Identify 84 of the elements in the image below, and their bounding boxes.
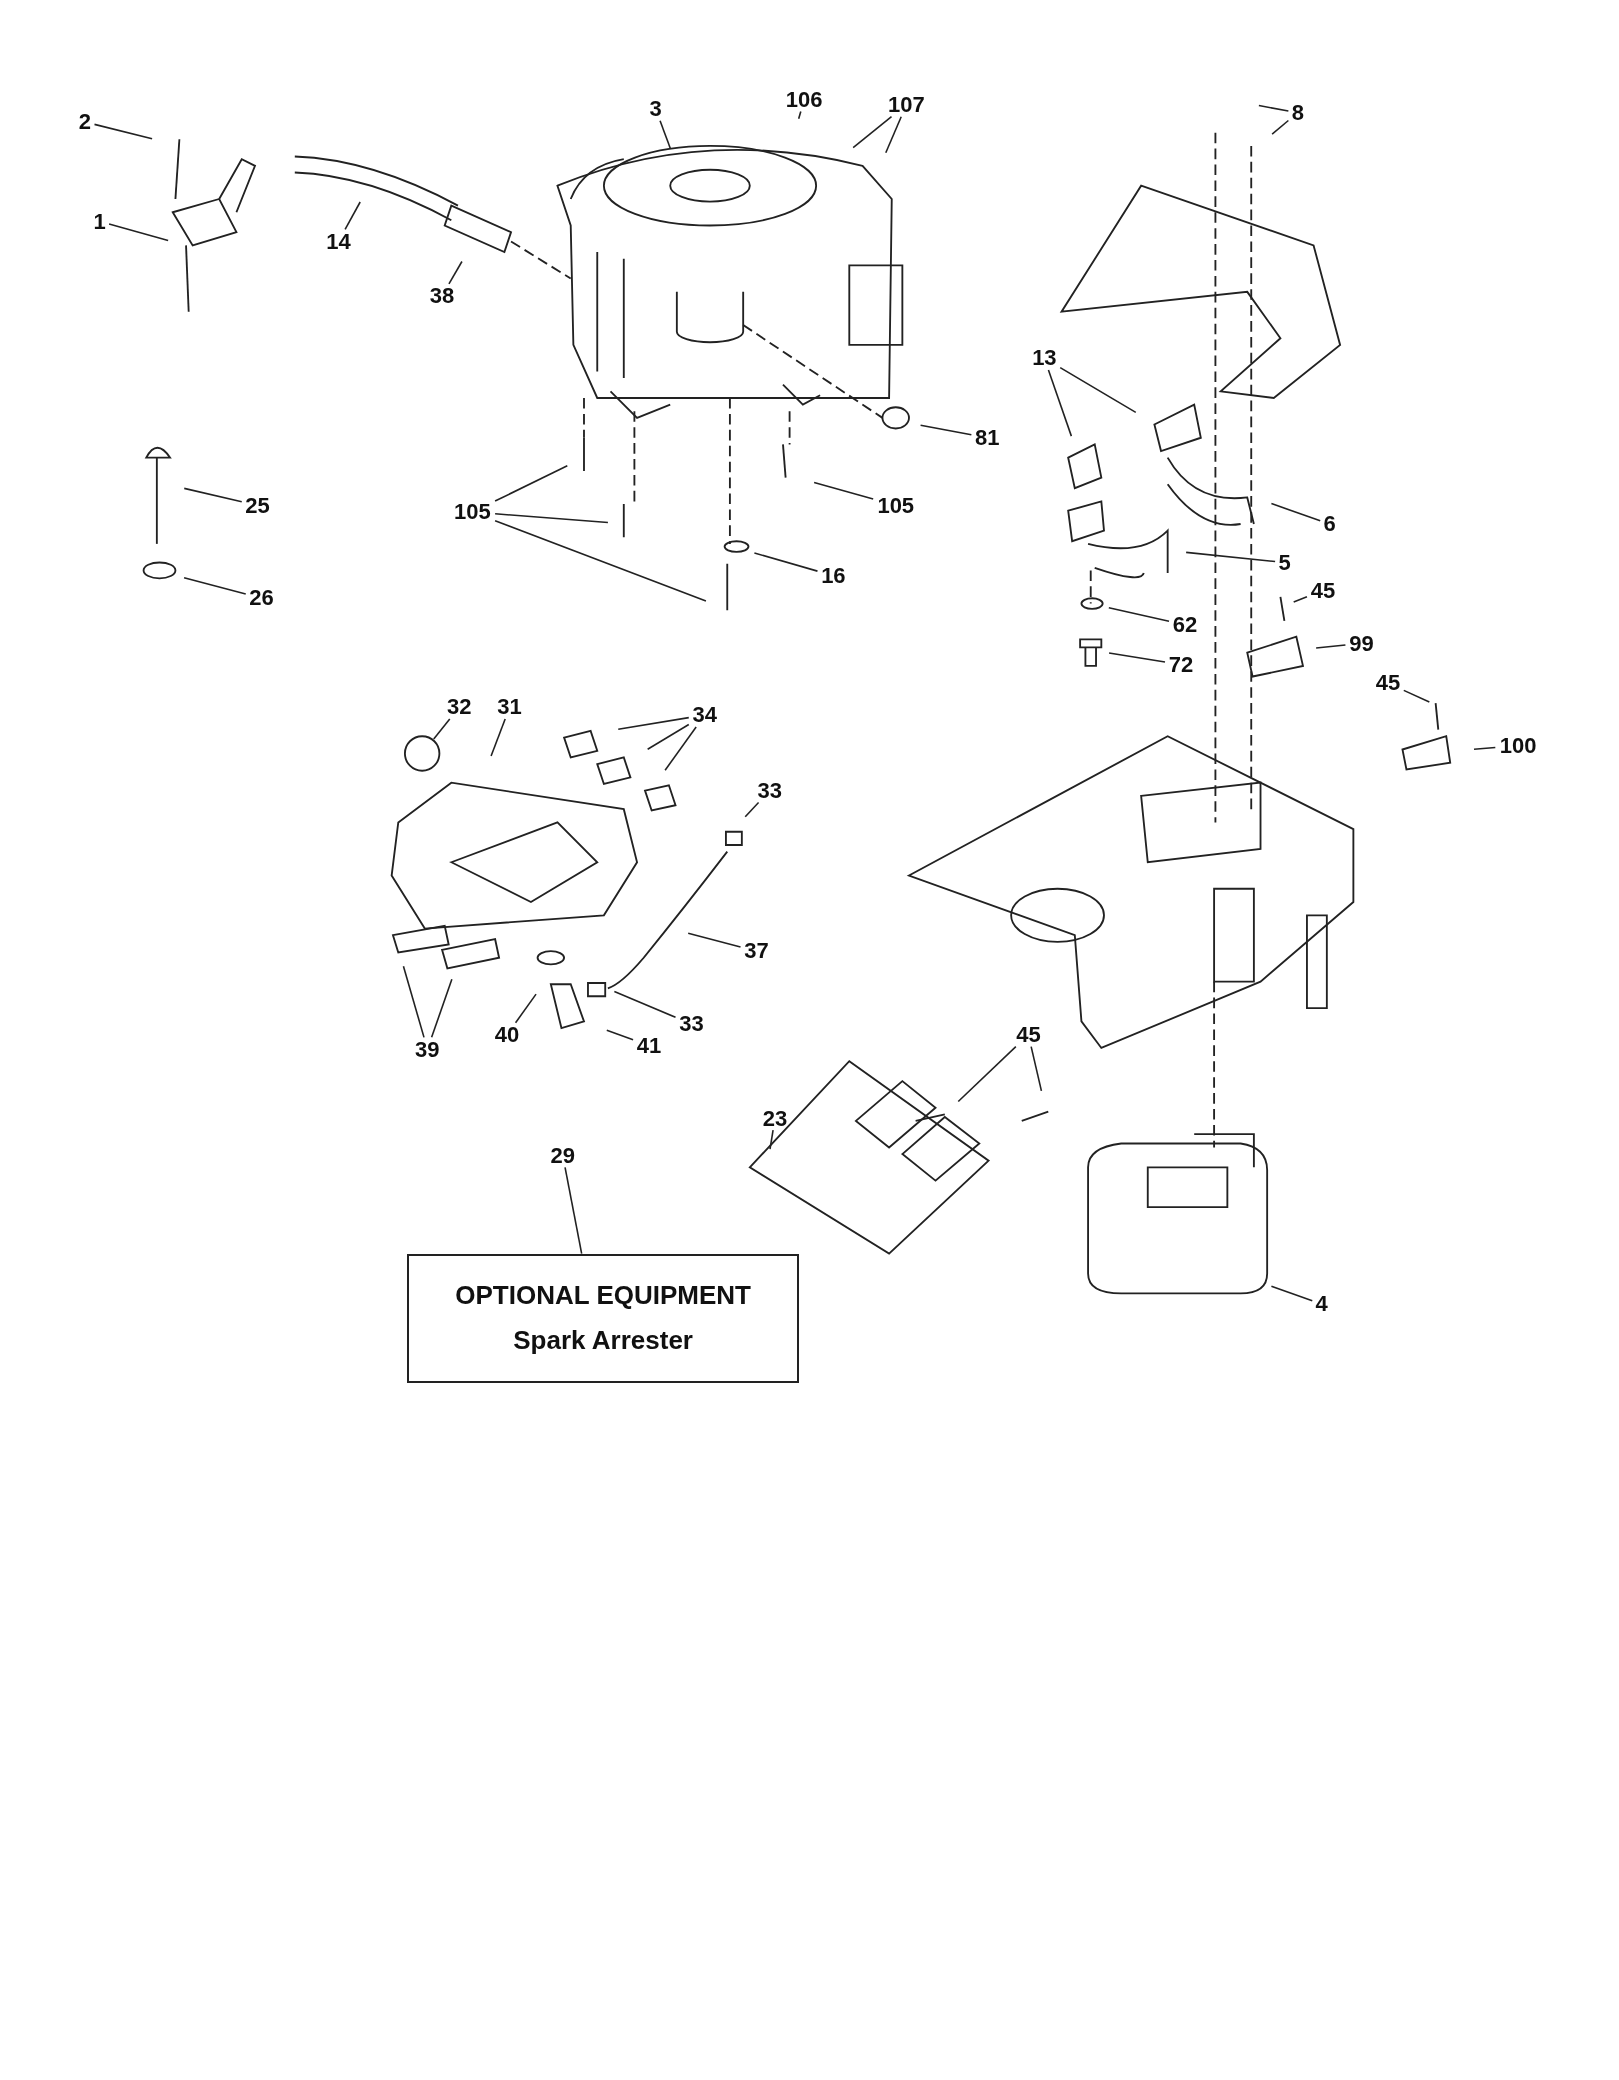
leader-line [183,577,247,595]
leader-line [1270,502,1321,522]
leader-line [1258,104,1290,112]
callout-number: 72 [1168,652,1194,677]
leader-line [1108,652,1166,663]
leader-line [797,110,802,120]
leader-line [108,223,169,242]
leader-line [1059,366,1137,414]
leader-line [494,513,609,524]
callout-number: 62 [1172,613,1198,638]
callout-number: 5 [1278,550,1291,575]
leader-line [1271,119,1290,135]
leader-line [1030,1045,1043,1092]
leader-line [183,487,243,503]
leader-line [402,965,425,1039]
callout-number: 2 [78,110,92,135]
callout-number: 99 [1349,631,1374,656]
callout-number: 3 [649,96,662,121]
leader-line [687,932,742,948]
leader-line [753,552,819,572]
callout-number: 26 [249,586,274,611]
callout-number: 23 [762,1106,788,1131]
callout-number: 105 [877,493,915,518]
callout-number: 25 [245,493,270,518]
leader-line [93,123,153,140]
leader-line [430,978,453,1039]
leader-line [813,481,874,500]
leader-line [344,201,361,231]
callout-number: 31 [497,695,522,720]
leader-line [664,726,697,771]
leader-line [490,718,506,757]
callout-number: 38 [429,283,455,308]
leader-line [1292,595,1308,603]
callout-number: 100 [1499,733,1537,758]
callout-number: 45 [1016,1023,1041,1048]
leader-line [659,119,672,150]
leader-line [617,716,690,731]
callout-number: 37 [744,939,769,964]
callout-number: 41 [636,1033,662,1058]
leader-line [957,1045,1017,1103]
leader-line [1315,644,1347,649]
callout-number: 29 [550,1143,575,1168]
leader-line [646,723,690,750]
leader-line [1047,369,1073,437]
leader-line [1108,606,1170,622]
leader-line [613,990,677,1019]
callout-number: 34 [692,703,717,728]
callout-number: 45 [1375,671,1401,696]
leader-line [606,1029,634,1041]
callout-number: 1 [93,209,106,234]
callout-number: 16 [821,563,846,588]
callout-number: 45 [1310,578,1336,603]
callout-number: 33 [679,1012,704,1037]
callout-number: 81 [975,425,1000,450]
callout-number: 106 [785,87,823,112]
note-text: Spark Arrester [513,1325,693,1357]
leader-line [494,519,707,602]
callout-number: 39 [415,1037,440,1062]
callout-number: 105 [454,500,491,525]
leader-line [514,993,537,1024]
callout-number: 14 [326,229,351,254]
callout-number: 13 [1032,346,1057,371]
callout-number: 4 [1315,1292,1328,1317]
callout-number: 107 [888,92,925,117]
leader-line [432,718,451,740]
note-box [407,1254,799,1383]
callout-number: 32 [446,695,472,720]
leader-line [1270,1285,1314,1302]
leader-line [564,1166,583,1255]
leader-line [744,801,760,818]
leader-line [1473,746,1497,751]
leader-line [769,1129,774,1150]
callout-number: 8 [1291,100,1304,125]
leader-line [494,465,569,502]
leader-line [1185,551,1276,563]
leader-line [448,260,463,285]
leader-line [1403,689,1431,703]
leader-line [885,115,902,154]
callout-number: 33 [757,778,782,803]
leader-line [919,424,973,436]
leader-line [852,115,893,149]
callout-number: 40 [494,1023,520,1048]
note-heading: OPTIONAL EQUIPMENT [455,1280,751,1312]
callout-number: 6 [1323,512,1336,537]
